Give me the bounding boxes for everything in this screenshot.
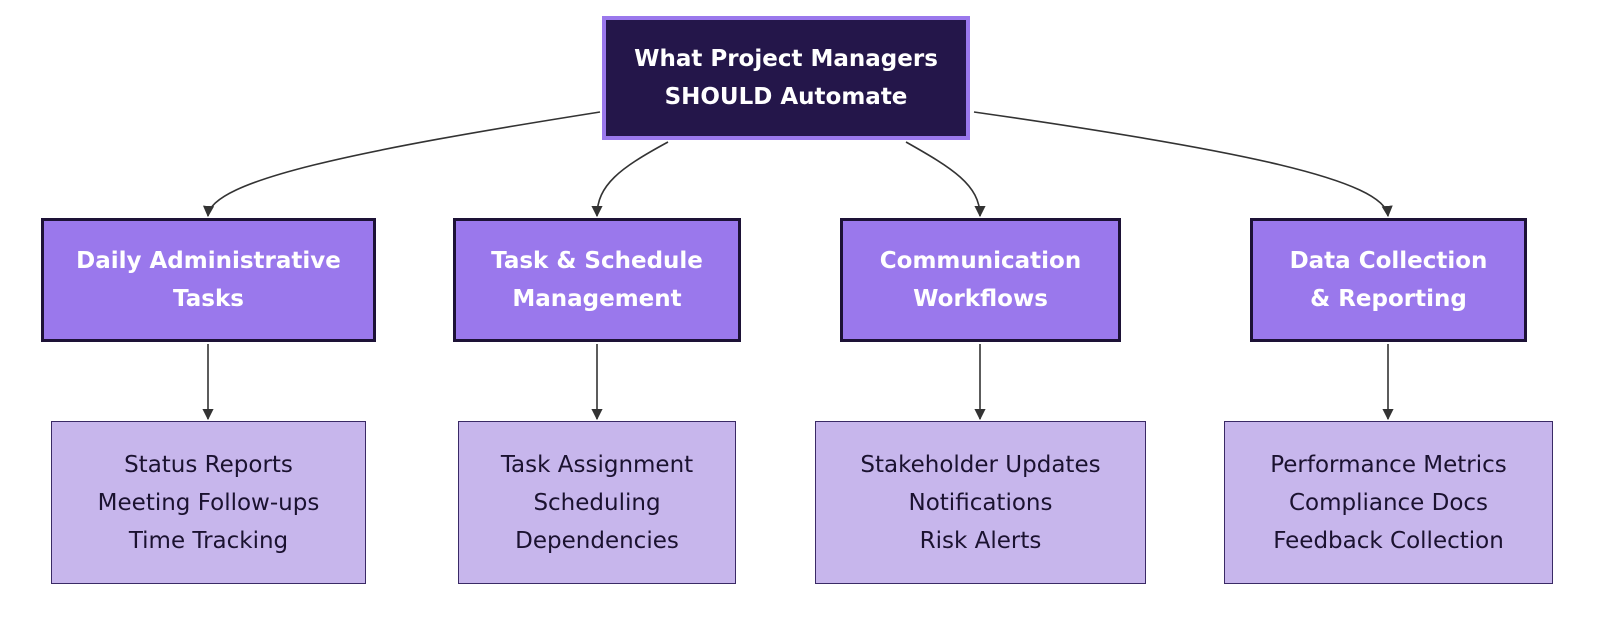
category-node-communication: Communication Workflows: [840, 218, 1121, 342]
category-title-line-1: Daily Administrative: [76, 248, 341, 274]
leaf-item: Notifications: [908, 489, 1053, 516]
category-title-line-1: Task & Schedule: [491, 248, 703, 274]
leaf-item: Risk Alerts: [919, 527, 1042, 554]
category-node-data-reporting: Data Collection & Reporting: [1250, 218, 1527, 342]
leaf-item: Feedback Collection: [1273, 527, 1504, 554]
root-title-line-2: SHOULD Automate: [664, 84, 908, 110]
category-node-task-schedule: Task & Schedule Management: [453, 218, 741, 342]
leaf-item: Scheduling: [533, 489, 661, 516]
leaf-item: Compliance Docs: [1288, 489, 1489, 516]
category-title-line-1: Data Collection: [1289, 248, 1488, 274]
edge-root-to-communication: [905, 141, 986, 218]
root-node: What Project Managers SHOULD Automate: [602, 16, 970, 140]
root-title-line-1: What Project Managers: [634, 46, 938, 72]
leaf-item: Time Tracking: [128, 527, 289, 554]
leaf-item: Dependencies: [515, 527, 679, 554]
leaf-item: Task Assignment: [500, 451, 694, 478]
edge-root-to-reporting: [973, 111, 1393, 218]
category-title-line-2: & Reporting: [1310, 286, 1467, 312]
leaf-node-communication: Stakeholder Updates Notifications Risk A…: [815, 421, 1146, 584]
category-title-line-2: Tasks: [173, 286, 244, 312]
leaf-item: Status Reports: [124, 451, 293, 478]
leaf-node-daily-administrative: Status Reports Meeting Follow-ups Time T…: [51, 421, 366, 584]
leaf-item: Meeting Follow-ups: [97, 489, 320, 516]
category-node-daily-administrative: Daily Administrative Tasks: [41, 218, 376, 342]
category-title-line-2: Workflows: [913, 286, 1048, 312]
edge-root-to-schedule: [591, 141, 669, 218]
category-title-line-2: Management: [512, 286, 682, 312]
category-title-line-1: Communication: [879, 248, 1082, 274]
leaf-node-data-reporting: Performance Metrics Compliance Docs Feed…: [1224, 421, 1553, 584]
edge-root-to-admin: [203, 111, 601, 218]
leaf-node-task-schedule: Task Assignment Scheduling Dependencies: [458, 421, 736, 584]
leaf-item: Performance Metrics: [1270, 451, 1507, 478]
leaf-item: Stakeholder Updates: [860, 451, 1101, 478]
